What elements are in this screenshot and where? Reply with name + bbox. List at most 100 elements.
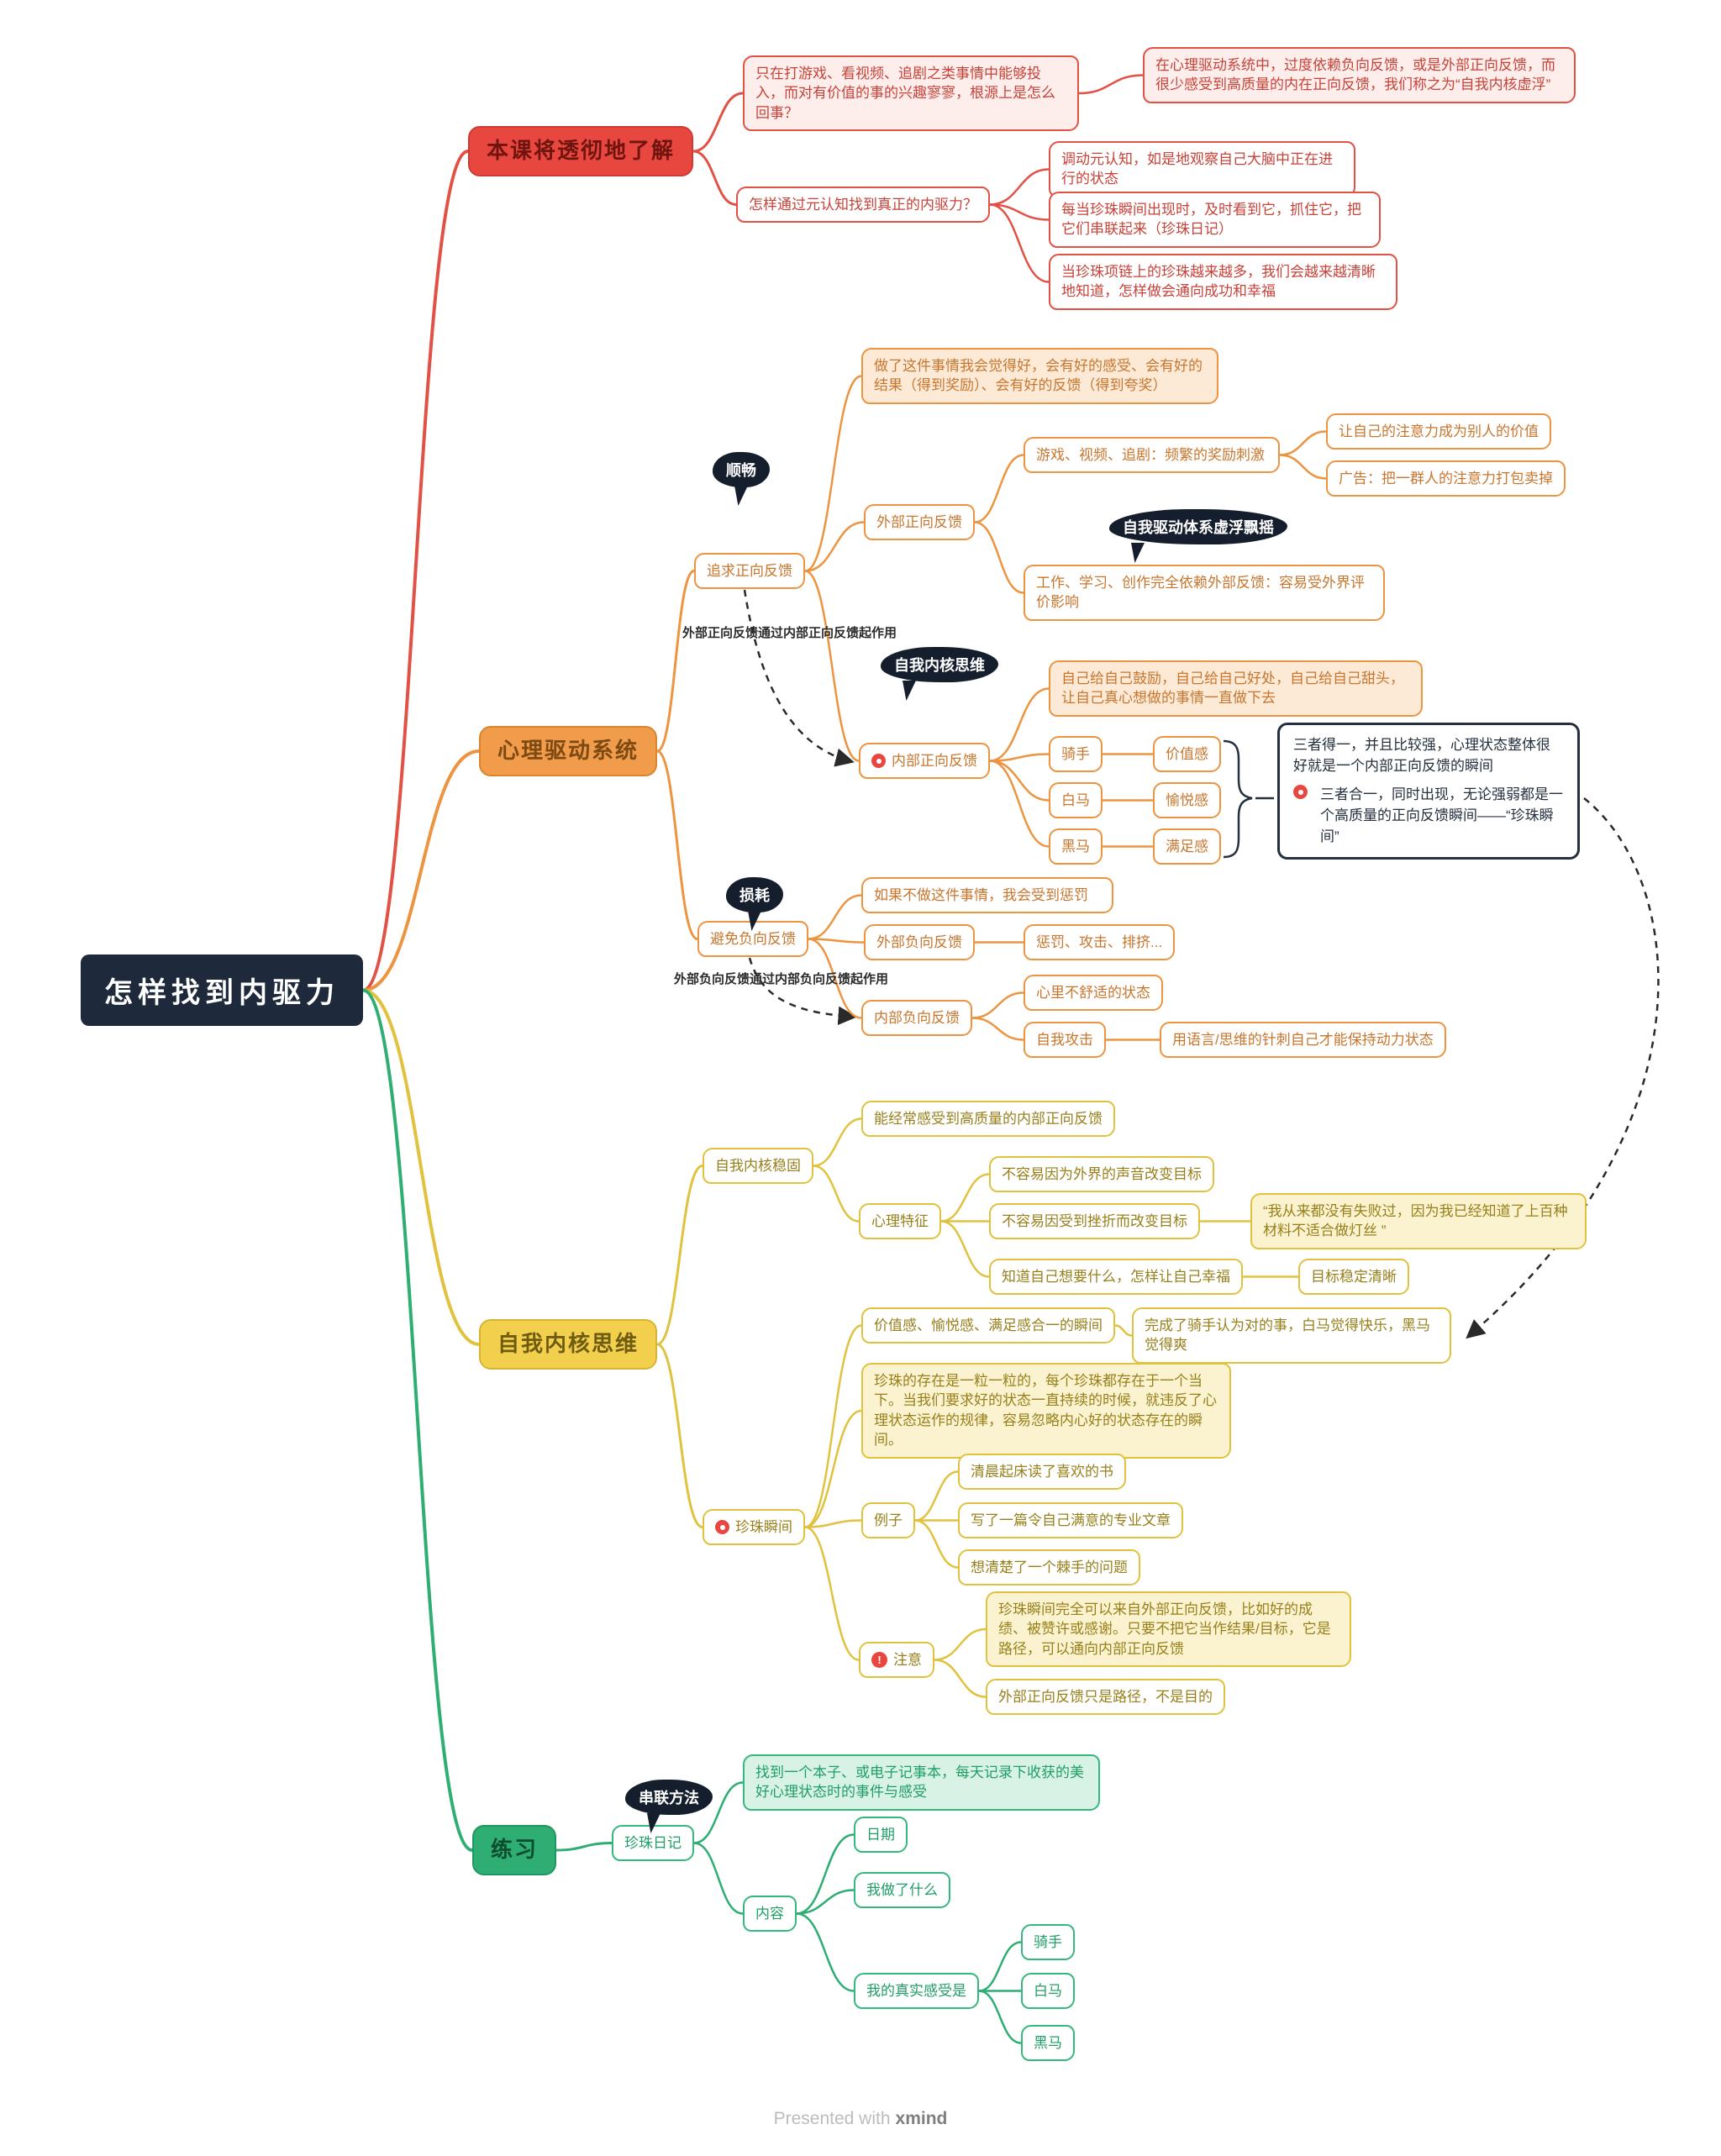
topic-white-horse-2[interactable]: 白马 <box>1021 1973 1075 2010</box>
topic-edison-quote[interactable]: “我从来都没有失败过，因为我已经知道了上百种材料不适合做灯丝 ” <box>1250 1193 1587 1249</box>
topic-question-games-absorption[interactable]: 只在打游戏、看视频、追剧之类事情中能够投入，而对有价值的事的兴趣寥寥，根源上是怎… <box>743 55 1079 132</box>
connector-edge <box>913 1470 960 1522</box>
connector-edge <box>655 1165 704 1346</box>
dashed-arrow-external-to-internal-positive <box>743 589 855 767</box>
topic-metacognition-observe[interactable]: 调动元认知，如是地观察自己大脑中正在进行的状态 <box>1049 141 1355 197</box>
connector-edge <box>795 1889 855 1915</box>
topic-satisfaction-sense[interactable]: 满足感 <box>1153 828 1221 865</box>
topic-example-reading[interactable]: 清晨起床读了喜欢的书 <box>958 1454 1126 1491</box>
branch-psych-drive-system[interactable]: 心理驱动系统 <box>479 726 658 776</box>
connector-edge <box>361 749 481 992</box>
topic-dark-horse-2[interactable]: 黑马 <box>1021 2025 1075 2062</box>
topic-self-attack[interactable]: 自我攻击 <box>1024 1022 1106 1059</box>
connector-edge <box>1278 430 1328 456</box>
topic-label: 注意 <box>893 1652 922 1668</box>
connector-edge <box>361 988 481 1346</box>
topic-diary-desc[interactable]: 找到一个本子、或电子记事本，每天记录下收获的美好心理状态时的事件与感受 <box>743 1754 1100 1811</box>
connector-edge <box>939 1220 991 1278</box>
topic-negative-feedback-desc[interactable]: 如果不做这件事情，我会受到惩罚 <box>861 877 1113 914</box>
topic-psych-traits[interactable]: 心理特征 <box>859 1203 941 1240</box>
connector-edge <box>913 1519 960 1569</box>
topic-self-encourage[interactable]: 自己给自己鼓励，自己给自己好处，自己给自己甜头，让自己真心想做的事情一直做下去 <box>1049 660 1423 717</box>
connector-edge <box>803 1324 863 1528</box>
connector-edge <box>692 92 745 153</box>
callout-linking-method[interactable]: 串联方法 <box>625 1780 713 1815</box>
callout-smooth[interactable]: 顺畅 <box>713 452 770 487</box>
topic-examples[interactable]: 例子 <box>861 1502 915 1539</box>
topic-three-senses-union[interactable]: 价值感、愉悦感、满足感合一的瞬间 <box>861 1307 1115 1344</box>
topic-seek-positive-feedback[interactable]: 追求正向反馈 <box>694 553 805 590</box>
connector-edge <box>795 1912 855 1992</box>
topic-ads-sell-attention[interactable]: 广告：把一群人的注意力打包卖掉 <box>1326 460 1566 497</box>
topic-games-frequent-rewards[interactable]: 游戏、视频、追剧：频繁的奖励刺激 <box>1024 437 1280 474</box>
connector-edge <box>812 1165 860 1223</box>
connector-edge <box>933 1659 987 1698</box>
connector-edge <box>1113 1324 1134 1337</box>
topic-pearl-moment-catch[interactable]: 每当珍珠瞬间出现时，及时看到它，抓住它，把它们串联起来（珍珠日记） <box>1049 192 1381 248</box>
note-pearl-moment-definition[interactable]: 三者得一，并且比较强，心理状态整体很好就是一个内部正向反馈的瞬间 三者合一，同时… <box>1277 723 1580 860</box>
topic-self-attack-desc[interactable]: 用语言/思维的针刺自己才能保持动力状态 <box>1160 1022 1446 1059</box>
central-topic[interactable]: 怎样找到内驱力 <box>81 954 363 1026</box>
dashed-arrow-external-to-internal-negative <box>748 957 857 1026</box>
topic-pearl-diary[interactable]: 珍珠日记 <box>612 1825 694 1862</box>
warning-icon: ! <box>871 1652 887 1669</box>
connector-edge <box>555 1842 613 1852</box>
callout-drive-system-unstable[interactable]: 自我驱动体系虚浮飘摇 <box>1109 509 1287 544</box>
topic-uncomfortable-state[interactable]: 心里不舒适的状态 <box>1024 975 1163 1012</box>
topic-rider-2[interactable]: 骑手 <box>1021 1924 1075 1961</box>
topic-label: 珍珠瞬间 <box>735 1519 792 1535</box>
topic-not-swayed-by-voices[interactable]: 不容易因为外界的声音改变目标 <box>989 1156 1214 1193</box>
connector-edge <box>803 521 866 572</box>
topic-work-rely-external[interactable]: 工作、学习、创作完全依赖外部反馈：容易受外界评价影响 <box>1024 565 1385 621</box>
branch-self-core-thinking[interactable]: 自我内核思维 <box>479 1319 658 1370</box>
topic-example-article[interactable]: 写了一篇令自己满意的专业文章 <box>958 1502 1183 1539</box>
topic-external-is-path[interactable]: 外部正向反馈只是路径，不是目的 <box>986 1679 1225 1716</box>
callout-self-core-thinking[interactable]: 自我内核思维 <box>881 647 998 682</box>
note-text: 三者合一，同时出现，无论强弱都是一个高质量的正向反馈瞬间——“珍珠瞬间” <box>1320 786 1563 844</box>
topic-not-swayed-by-setbacks[interactable]: 不容易因受到挫折而改变目标 <box>989 1203 1200 1240</box>
note-external-via-internal-positive: 外部正向反馈通过内部正向反馈起作用 <box>682 626 897 640</box>
topic-attention-note[interactable]: ! 注意 <box>859 1642 934 1679</box>
connector-edge <box>977 1990 1023 2044</box>
connector-edge <box>971 1017 1025 1041</box>
topic-punish-attack-exclude[interactable]: 惩罚、攻击、排挤... <box>1024 924 1176 961</box>
connector-edge <box>803 375 863 572</box>
topic-external-positive-feedback[interactable]: 外部正向反馈 <box>864 504 975 541</box>
topic-goal-stable-clear[interactable]: 目标稳定清晰 <box>1298 1259 1409 1296</box>
branch-practice[interactable]: 练习 <box>472 1825 557 1875</box>
topic-self-core-hollow-definition[interactable]: 在心理驱动系统中，过度依赖负向反馈，或是外部正向反馈，而很少感受到高质量的内在正… <box>1143 47 1576 103</box>
connector-edge <box>692 1842 745 1915</box>
topic-content[interactable]: 内容 <box>743 1896 797 1933</box>
topic-positive-feedback-desc[interactable]: 做了这件事情我会觉得好，会有好的感受、会有好的结果（得到奖励）、会有好的反馈（得… <box>861 348 1218 404</box>
topic-internal-positive-feedback[interactable]: 内部正向反馈 <box>859 743 990 780</box>
callout-depletion[interactable]: 损耗 <box>726 877 783 912</box>
topic-three-senses-example[interactable]: 完成了骑手认为对的事，白马觉得快乐，黑马觉得爽 <box>1132 1307 1451 1364</box>
topic-question-metacognition[interactable]: 怎样通过元认知找到真正的内驱力？ <box>736 187 990 223</box>
priority-icon-core <box>719 1524 725 1530</box>
topic-example-problem[interactable]: 想清楚了一个棘手的问题 <box>958 1549 1140 1586</box>
topic-external-negative-feedback[interactable]: 外部负向反馈 <box>864 924 975 961</box>
topic-pearl-moment[interactable]: 珍珠瞬间 <box>703 1509 805 1546</box>
topic-attention-as-value[interactable]: 让自己的注意力成为别人的价值 <box>1326 413 1551 450</box>
branch-course-overview[interactable]: 本课将透彻地了解 <box>468 126 694 176</box>
topic-internal-negative-feedback[interactable]: 内部负向反馈 <box>861 1000 972 1037</box>
topic-value-sense[interactable]: 价值感 <box>1153 736 1221 773</box>
topic-pearl-necklace-clarity[interactable]: 当珍珠项链上的珍珠越来越多，我们会越来越清晰地知道，怎样做会通向成功和幸福 <box>1049 254 1397 310</box>
connector-edge <box>795 1833 855 1915</box>
topic-date[interactable]: 日期 <box>854 1817 908 1854</box>
topic-know-what-you-want[interactable]: 知道自己想要什么，怎样让自己幸福 <box>989 1259 1243 1296</box>
topic-pearl-from-external[interactable]: 珍珠瞬间完全可以来自外部正向反馈，比如好的成绩、被赞许或感谢。只要不把它当作结果… <box>986 1591 1351 1668</box>
topic-my-real-feelings[interactable]: 我的真实感受是 <box>854 1973 979 2010</box>
topic-self-core-stable[interactable]: 自我内核稳固 <box>703 1148 813 1185</box>
topic-frequent-quality-feedback[interactable]: 能经常感受到高质量的内部正向反馈 <box>861 1101 1115 1138</box>
topic-pleasure-sense[interactable]: 愉悦感 <box>1153 782 1221 819</box>
topic-white-horse[interactable]: 白马 <box>1049 782 1103 819</box>
topic-rider[interactable]: 骑手 <box>1049 736 1103 773</box>
note-text: 三者得一，并且比较强，心理状态整体很好就是一个内部正向反馈的瞬间 <box>1293 737 1550 774</box>
priority-icon <box>871 754 886 769</box>
topic-pearl-exists-in-moment[interactable]: 珍珠的存在是一粒一粒的，每个珍珠都存在于一个当下。当我们要求好的状态一直持续的时… <box>861 1363 1231 1459</box>
topic-what-i-did[interactable]: 我做了什么 <box>854 1872 950 1909</box>
topic-dark-horse[interactable]: 黑马 <box>1049 828 1103 865</box>
